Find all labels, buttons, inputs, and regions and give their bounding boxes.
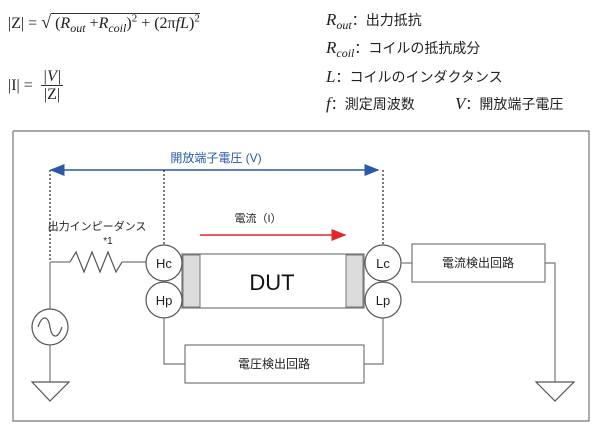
dut-body xyxy=(181,253,365,309)
legend-f: f：測定周波数 xyxy=(326,94,415,113)
ground-left-icon xyxy=(30,381,71,402)
sqrt-symbol: √ xyxy=(41,12,52,32)
instrument-frame-border xyxy=(12,130,590,422)
dut-electrode-right xyxy=(345,254,364,308)
wire-lp-to-voltage-detector xyxy=(364,318,384,365)
terminal-lp-label: Lp xyxy=(376,293,390,308)
output-impedance-label: 出力インピーダンス xyxy=(48,219,147,233)
wire-detector-to-ground xyxy=(545,262,556,382)
legend-v: V：開放端子電圧 xyxy=(455,94,564,113)
wire-hp-to-voltage-detector xyxy=(163,318,185,365)
current-lhs: |I| = xyxy=(8,76,33,94)
dut-electrode-left xyxy=(182,254,201,308)
resistor-icon xyxy=(69,250,123,274)
fraction: |V| |Z| xyxy=(40,68,64,103)
current-detector-box xyxy=(411,243,546,283)
voltage-detector-box xyxy=(184,344,365,384)
current-detector-label: 電流検出回路 xyxy=(442,255,514,270)
sqrt-radicand: (Rout +Rcoil)2 + (2πfL)2 xyxy=(51,13,200,35)
impedance-lhs: |Z| = xyxy=(8,15,38,32)
legend-l: L：コイルのインダクタンス xyxy=(326,67,503,86)
current-label: 電流（I） xyxy=(234,211,281,225)
terminal-lc-label: Lc xyxy=(376,256,390,271)
current-formula: |I| = |V| |Z| xyxy=(8,68,64,103)
terminal-hp-label: Hp xyxy=(156,293,173,308)
open-voltage-label: 開放端子電圧 (V) xyxy=(170,150,261,165)
sine-wave-icon xyxy=(37,317,63,337)
legend-r-out: Rout：出力抵抗 xyxy=(326,10,422,32)
footnote-mark: *1 xyxy=(103,236,113,247)
dut-label: DUT xyxy=(249,270,294,295)
denominator: |Z| xyxy=(43,86,61,103)
terminal-hc xyxy=(145,244,183,282)
voltage-detector-label: 電圧検出回路 xyxy=(238,356,310,371)
ground-right-icon xyxy=(534,381,576,402)
legend-r-coil: Rcoil：コイルの抵抗成分 xyxy=(326,38,481,60)
impedance-formula: |Z| = √ (Rout +Rcoil)2 + (2πfL)2 xyxy=(8,12,200,36)
numerator: |V| xyxy=(40,68,64,86)
terminal-hc-label: Hc xyxy=(156,256,172,271)
